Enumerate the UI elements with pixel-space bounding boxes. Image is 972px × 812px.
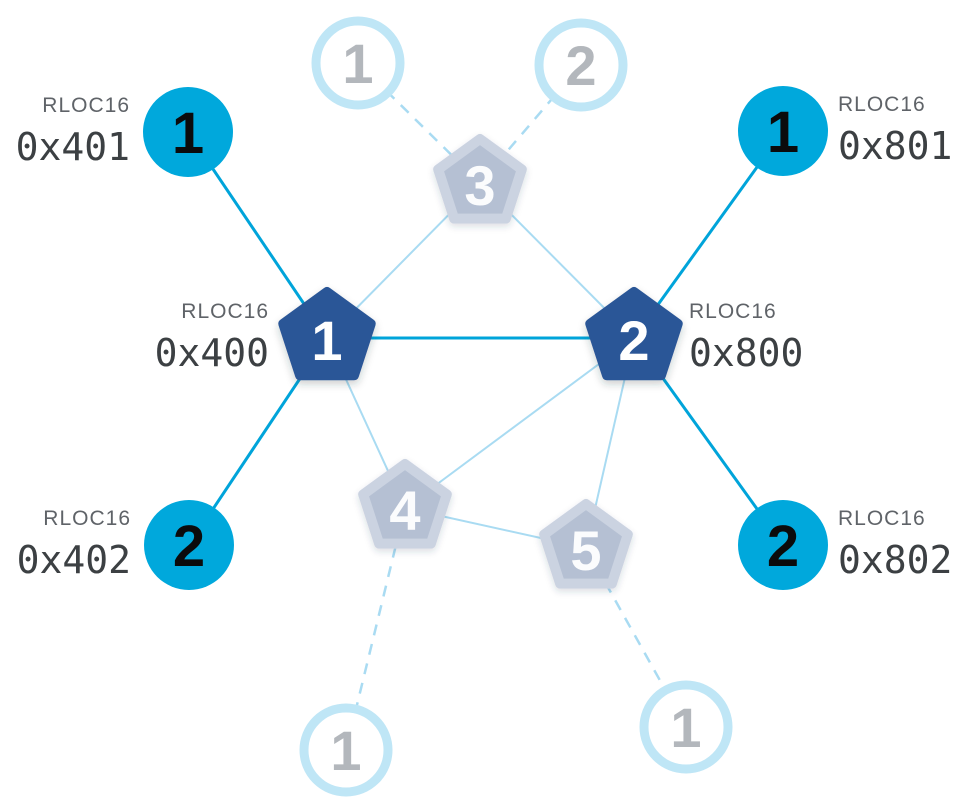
end-device-circle [143, 87, 233, 177]
faded-router-pentagon [358, 459, 452, 549]
node-number: 1 [670, 696, 701, 759]
router-pentagon [278, 287, 376, 381]
faded-end-device-circle [639, 680, 733, 774]
node-number: 1 [767, 100, 799, 165]
node-number: 2 [767, 514, 799, 579]
rloc16-label: RLOC16 [689, 300, 777, 323]
device-401-node: 1 [143, 87, 233, 177]
rloc16-label: RLOC16 [43, 507, 131, 530]
rloc16-value: 0x400 [155, 331, 269, 375]
router-4-node: 4 [358, 459, 452, 549]
node-number: 1 [342, 32, 373, 95]
end-device-circle [144, 500, 234, 590]
rloc16-value: 0x800 [689, 331, 803, 375]
device-top-1-node: 1 [311, 16, 405, 110]
nodes-layer: 1 2 1 2 1 2 1 1 1 2 3 4 5 [143, 16, 828, 797]
rloc16-value: 0x401 [16, 125, 130, 169]
router-pentagon [585, 287, 683, 381]
rloc16-label: RLOC16 [42, 94, 130, 117]
node-number: 3 [464, 154, 495, 217]
node-number: 5 [570, 519, 601, 582]
node-number: 1 [311, 309, 342, 372]
rloc16-label: RLOC16 [181, 300, 269, 323]
node-number: 1 [330, 719, 361, 782]
end-device-circle [738, 500, 828, 590]
end-device-circle [738, 86, 828, 176]
labels-layer: RLOC160x401RLOC160x402RLOC160x801RLOC160… [16, 93, 953, 582]
node-number: 2 [173, 514, 205, 579]
device-801-node: 1 [738, 86, 828, 176]
device-top-2-node: 2 [534, 18, 628, 112]
node-number: 2 [565, 34, 596, 97]
faded-end-device-circle [299, 703, 393, 797]
rloc16-value: 0x802 [838, 538, 952, 582]
rloc16-label: RLOC16 [838, 93, 926, 116]
rloc16-value: 0x801 [838, 124, 952, 168]
node-number: 1 [172, 101, 204, 166]
node-number: 2 [618, 309, 649, 372]
rloc16-value: 0x402 [17, 538, 131, 582]
device-bottom-1-node: 1 [299, 703, 393, 797]
faded-end-device-circle [534, 18, 628, 112]
router-1-node: 1 [278, 287, 376, 381]
faded-end-device-circle [311, 16, 405, 110]
router-3-node: 3 [433, 134, 527, 224]
device-bottom-2-node: 1 [639, 680, 733, 774]
faded-router-pentagon [433, 134, 527, 224]
faded-router-pentagon [539, 499, 633, 589]
edge-router-2-router-4 [404, 337, 635, 509]
router-5-node: 5 [539, 499, 633, 589]
device-802-node: 2 [738, 500, 828, 590]
rloc16-label: RLOC16 [838, 507, 926, 530]
node-number: 4 [389, 479, 420, 542]
device-402-node: 2 [144, 500, 234, 590]
router-2-node: 2 [585, 287, 683, 381]
